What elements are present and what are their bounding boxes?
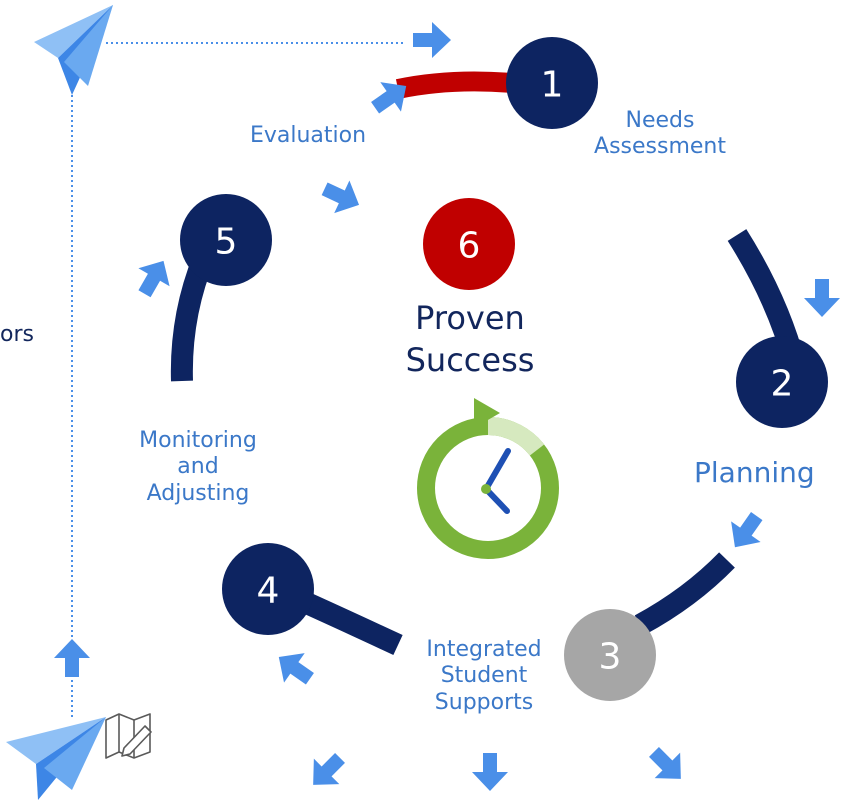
step-1-marker: 1 (506, 37, 598, 129)
step-3-marker: 3 (564, 609, 656, 701)
paper-plane-icon (34, 5, 113, 95)
partial-left-label: ors (0, 322, 34, 347)
arrow-icon (54, 639, 90, 677)
step-3-label: Integrated Student Supports (426, 637, 542, 715)
step-4-number: 4 (257, 571, 280, 612)
step-5-label: Evaluation (249, 123, 367, 148)
arrow-icon (472, 753, 508, 791)
arrow-icon (128, 251, 180, 303)
arrow-icon (300, 745, 353, 798)
arc-step-4 (295, 589, 403, 655)
arrow-icon (316, 172, 367, 222)
step-2-label: Planning (694, 456, 815, 489)
step-1-number: 1 (541, 65, 564, 106)
step-5-number: 5 (215, 222, 238, 263)
arrow-icon (268, 642, 321, 694)
arc-step-1 (395, 71, 513, 99)
step-5-marker: 5 (180, 194, 272, 286)
clock-icon (417, 398, 559, 559)
step-2-number: 2 (771, 364, 794, 405)
arrow-icon (804, 279, 840, 317)
arrow-icon (413, 22, 451, 58)
step-6-marker: 6 (423, 198, 515, 290)
step-2-marker: 2 (736, 336, 828, 428)
map-pencil-icon (105, 713, 152, 759)
step-6-number: 6 (458, 226, 481, 267)
step-6-label: Proven Success (405, 299, 535, 379)
arrow-icon (720, 505, 772, 558)
arrow-icon (641, 739, 694, 792)
step-4-label: Monitoring and Adjusting (139, 428, 257, 506)
step-3-number: 3 (599, 637, 622, 678)
arc-step-3 (634, 552, 735, 635)
paper-plane-icon (6, 717, 106, 800)
step-1-label: Needs Assessment (594, 108, 726, 160)
step-4-marker: 4 (222, 543, 314, 635)
